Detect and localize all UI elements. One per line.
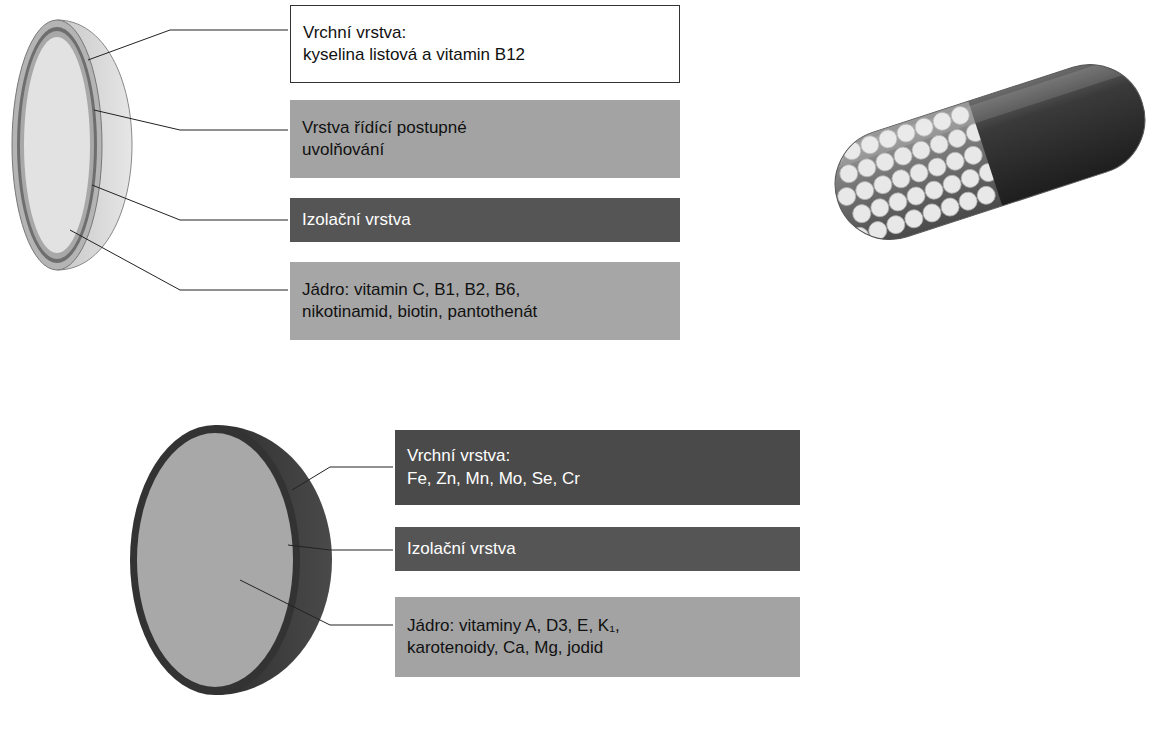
bead: [905, 185, 928, 208]
layered-bead-top: [12, 20, 132, 270]
layer-label: Vrchní vrstva:: [407, 445, 788, 467]
bead: [975, 184, 998, 207]
bead: [926, 156, 949, 179]
capsule: [821, 50, 1159, 254]
bead: [921, 202, 944, 225]
bead: [939, 196, 962, 219]
layered-bead-bottom: [130, 425, 332, 695]
bead: [957, 190, 980, 213]
bead: [890, 167, 913, 190]
bead: [923, 179, 946, 202]
layer-label: Izolační vrstva: [302, 209, 668, 231]
bead: [903, 207, 926, 230]
bead: [869, 196, 892, 219]
bead: [885, 213, 908, 236]
layer-label-box: Vrstva řídící postupné uvolňování: [290, 100, 680, 178]
bead: [944, 150, 967, 173]
layer-label: Izolační vrstva: [407, 538, 788, 560]
bead: [887, 191, 910, 214]
bead: [908, 162, 931, 185]
layer-label: Vrchní vrstva:: [303, 22, 667, 44]
layer-label-box: Vrchní vrstva:kyselina listová a vitamin…: [290, 5, 680, 83]
layer-label: Vrstva řídící postupné uvolňování: [302, 117, 532, 161]
bead: [872, 173, 895, 196]
layer-label-box: Izolační vrstva: [395, 527, 800, 571]
bead: [848, 225, 871, 248]
bead: [941, 173, 964, 196]
layer-label: Jádro: vitaminy A, D3, E, K₁, karotenoid…: [407, 615, 657, 659]
layer-label-box: Vrchní vrstva:Fe, Zn, Mn, Mo, Se, Cr: [395, 430, 800, 505]
bead: [850, 202, 873, 225]
core-label-box: Jádro: vitamin C, B1, B2, B6, nikotinami…: [290, 262, 680, 340]
core-label-box: Jádro: vitaminy A, D3, E, K₁, karotenoid…: [395, 597, 800, 677]
bead: [962, 144, 985, 167]
layer-label: Fe, Zn, Mn, Mo, Se, Cr: [407, 468, 788, 490]
layer-label: kyselina listová a vitamin B12: [303, 44, 667, 66]
bead: [959, 167, 982, 190]
bead: [853, 179, 876, 202]
layer-label: Jádro: vitamin C, B1, B2, B6, nikotinami…: [302, 279, 602, 323]
leader-lines-bottom: [240, 467, 393, 625]
layer-label-box: Izolační vrstva: [290, 198, 680, 242]
leader-lines-top: [70, 30, 288, 290]
